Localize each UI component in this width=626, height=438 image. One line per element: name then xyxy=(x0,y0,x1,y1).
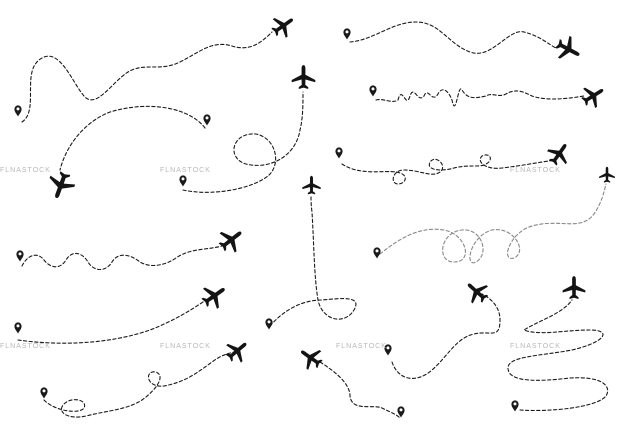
airplane-icon xyxy=(221,334,254,367)
route-12 xyxy=(294,341,405,419)
route-6-path xyxy=(341,154,557,185)
route-5-path xyxy=(375,88,585,107)
location-pin-icon xyxy=(16,250,24,262)
route-11-path xyxy=(43,351,235,418)
watermark: FLNASTOCK xyxy=(510,343,561,350)
location-pin-icon xyxy=(14,105,22,117)
route-4 xyxy=(343,21,586,66)
location-pin-icon xyxy=(397,406,405,418)
airplane-icon xyxy=(294,341,327,374)
location-pin-icon xyxy=(14,322,22,334)
route-6 xyxy=(335,137,576,185)
route-13 xyxy=(384,275,501,379)
route-7 xyxy=(373,166,615,264)
route-2-path xyxy=(59,105,206,171)
route-9-path xyxy=(21,245,223,271)
location-pin-icon xyxy=(40,387,48,399)
route-1-path xyxy=(21,31,273,123)
watermark: FLNASTOCK xyxy=(336,343,387,350)
route-3 xyxy=(179,65,316,193)
airplane-icon xyxy=(302,175,321,195)
watermark: FLNASTOCK xyxy=(160,343,211,350)
airplane-icon xyxy=(543,137,576,170)
airplane-icon xyxy=(551,32,586,66)
route-3-path xyxy=(182,91,304,193)
route-11 xyxy=(40,334,254,418)
airplane-icon xyxy=(460,275,493,308)
airplane-icon xyxy=(267,9,300,42)
route-12-path xyxy=(319,361,401,419)
route-10-path xyxy=(17,299,207,344)
airplane-icon xyxy=(291,65,316,89)
route-13-path xyxy=(391,293,501,379)
route-10 xyxy=(14,278,232,344)
route-8 xyxy=(265,175,357,330)
route-5 xyxy=(369,80,610,112)
route-1 xyxy=(14,9,300,123)
airplane-icon xyxy=(599,166,615,183)
route-7-path xyxy=(379,183,607,264)
route-4-path xyxy=(349,21,557,54)
route-8-path xyxy=(269,195,357,327)
airplane-icon xyxy=(562,276,586,300)
route-9 xyxy=(16,222,249,271)
watermark: FLNASTOCK xyxy=(0,343,51,350)
location-pin-icon xyxy=(343,28,351,40)
location-pin-icon xyxy=(373,247,381,259)
watermark: FLNASTOCK xyxy=(160,167,211,174)
route-14-path xyxy=(507,299,609,412)
watermark: FLNASTOCK xyxy=(0,167,51,174)
location-pin-icon xyxy=(179,175,187,187)
route-14 xyxy=(507,276,609,412)
location-pin-icon xyxy=(335,147,343,159)
location-pin-icon xyxy=(265,318,273,330)
location-pin-icon xyxy=(511,400,519,412)
location-pin-icon xyxy=(369,85,377,97)
airplane-icon xyxy=(197,278,232,313)
route-2 xyxy=(43,105,211,203)
watermark: FLNASTOCK xyxy=(510,167,561,174)
location-pin-icon xyxy=(203,114,211,126)
airplane-icon xyxy=(214,222,249,257)
